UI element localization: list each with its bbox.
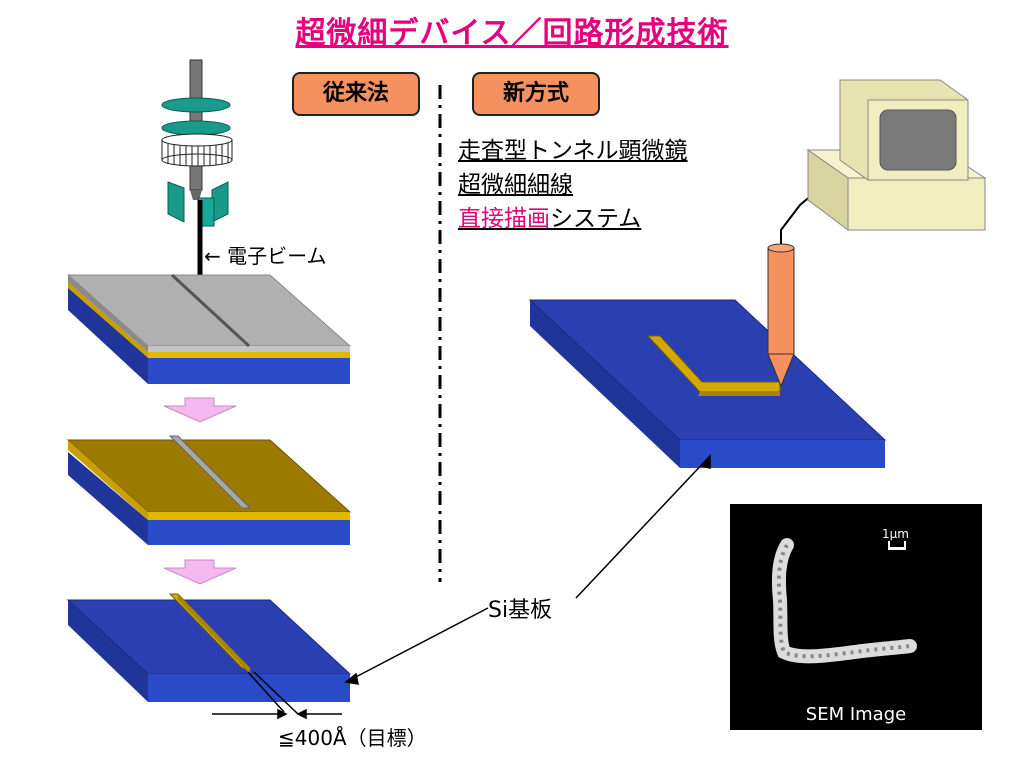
feature-ultrafine-wire: 超微細細線 — [458, 172, 573, 198]
width-dimension — [212, 671, 342, 720]
sem-scale-tick-left — [888, 541, 890, 550]
stm-si-left — [530, 300, 680, 468]
step2-si-front — [148, 520, 350, 545]
sem-scale-label: 1μm — [882, 527, 909, 541]
computer-base-side — [807, 149, 849, 231]
sem-image-background — [730, 504, 982, 730]
page-title: 超微細デバイス／回路形成技術 — [295, 16, 729, 51]
step2-gold-front — [148, 512, 350, 520]
feature-direct-write: 直接描画システム — [458, 202, 688, 236]
stm-si-front — [680, 440, 885, 468]
computer-icon — [806, 79, 987, 231]
aperture-plate-left — [167, 181, 185, 223]
process-arrow-2 — [163, 559, 237, 585]
si-substrate-label: Si基板 — [488, 598, 553, 623]
step2-si-left — [68, 452, 148, 545]
step3-slab — [66, 593, 352, 702]
step2-resist-line — [168, 435, 252, 509]
probe-tip — [767, 353, 795, 388]
stm-slab — [528, 299, 887, 468]
electron-beam-label: ← 電子ビーム — [204, 244, 327, 268]
sem-image: 1μm SEM Image — [730, 504, 982, 730]
feature-list: 走査型トンネル顕微鏡 超微細細線 直接描画システム — [458, 134, 688, 236]
conventional-method-badge: 従来法 — [292, 72, 420, 116]
deflector-cylinder-top — [161, 133, 233, 147]
deflector-ribs — [167, 143, 229, 166]
step2-gold-left — [68, 440, 148, 520]
step1-resist-left — [68, 275, 148, 352]
step1-si-front — [148, 356, 350, 384]
step1-resist-front — [148, 346, 350, 352]
process-arrow-1 — [163, 397, 237, 423]
substrate-leaders — [344, 453, 711, 685]
lens-disc-2 — [161, 120, 231, 136]
step1-gold-left — [68, 282, 148, 358]
lens-disc-1 — [161, 97, 231, 113]
probe-top — [767, 243, 795, 253]
feature-system-text: システム — [550, 206, 642, 232]
step1-si-left — [68, 285, 148, 384]
step1-slab — [66, 273, 352, 384]
sem-scale-tick-right — [904, 541, 906, 550]
sem-wire-texture — [776, 543, 911, 659]
computer-base-front — [847, 177, 986, 231]
linewidth-target-label: ≦400Å（目標） — [278, 726, 427, 750]
electron-beam-label-text: 電子ビーム — [227, 244, 327, 268]
step1-gold-front — [148, 352, 350, 358]
sem-caption: SEM Image — [806, 704, 906, 725]
step2-slab — [66, 435, 352, 545]
feature-direct-write-highlight: 直接描画 — [458, 206, 550, 232]
sem-scale-bar — [888, 547, 906, 550]
new-method-badge: 新方式 — [472, 72, 600, 116]
step3-si-left — [68, 600, 148, 702]
step3-si-front — [148, 674, 350, 702]
step1-exposed-groove — [170, 273, 251, 348]
feature-stm: 走査型トンネル顕微鏡 — [458, 138, 688, 164]
monitor-screen — [879, 109, 957, 171]
stm-gold-wire-side — [698, 392, 780, 396]
step3-gold-wire-side — [178, 594, 250, 674]
stm-probe — [767, 179, 831, 388]
probe-body — [767, 247, 795, 355]
electron-beam-column — [161, 59, 233, 296]
